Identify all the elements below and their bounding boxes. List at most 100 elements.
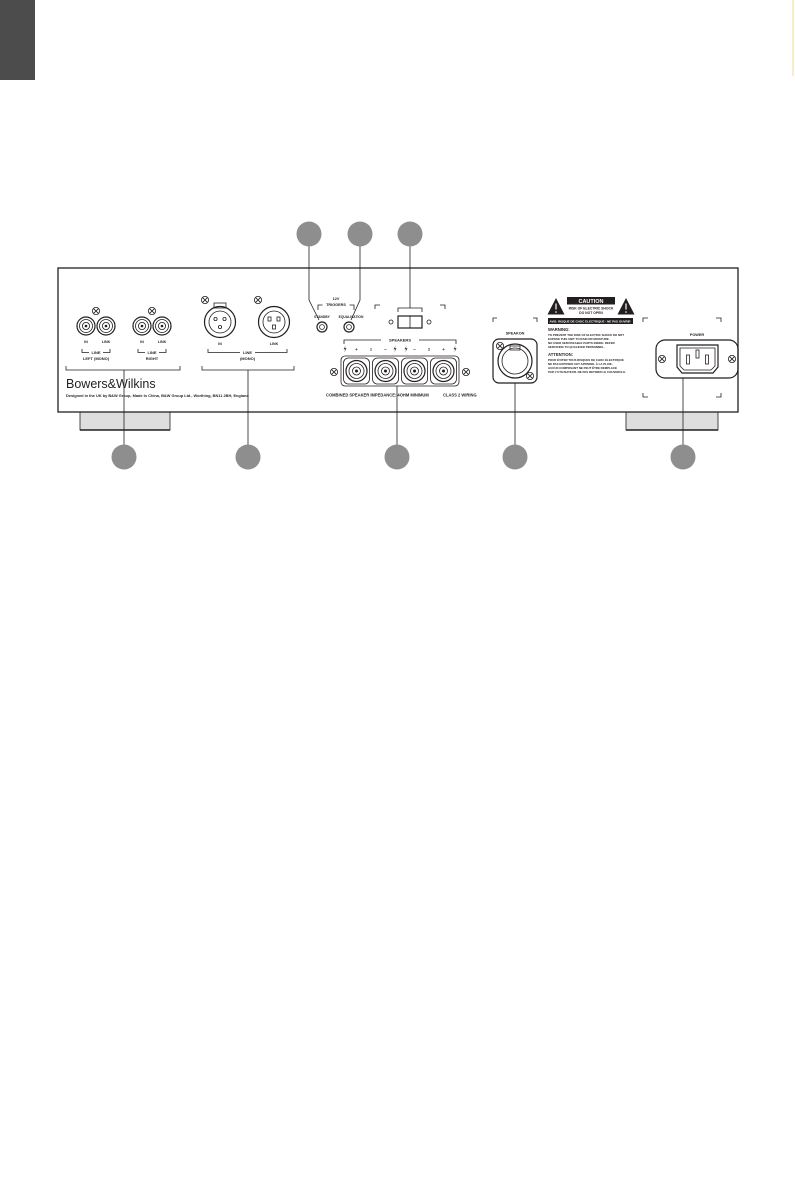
inlet-earth-pin [695,349,700,359]
right-foot [625,411,719,431]
speakon-corner-marks [492,317,538,322]
xlr-outer-ring [257,305,291,339]
warning-triangle-icon [547,298,565,315]
rca-left-link-label: LINK [102,340,111,344]
callout-circle-switch [397,221,423,247]
xlr-pin [217,324,222,329]
warning-triangle-icon [617,298,635,315]
attention-line: POUR ÉVITER TOUS RISQUES DE CHOC ÉLECTRI… [548,357,624,362]
speaker-1-minus-label: − [384,347,387,352]
xlr-latch [213,302,227,309]
inlet-flange [655,339,739,379]
attention-line: AUCUN COMPOSANT NE PEUT ÊTRE REMPLACÉ [548,365,617,370]
speakon-inner-ring [501,347,529,375]
callout-circle-power [670,444,696,470]
speaker-1-plus-label: + [355,347,358,352]
switch-indicator-right [426,319,432,325]
xlr-inner-ring [262,310,286,334]
equalisation-trigger-jack [343,321,355,333]
switch-corner-marks [374,304,446,309]
rca-jack-icon [132,316,152,336]
xlr-slot [272,324,276,330]
avis-box [548,318,633,324]
callout-circle-speaker-terminals [384,444,410,470]
rca-right-link-label: LINK [158,340,167,344]
rear-panel-diagram: IN LINK LINE LEFT (MONO) IN LINK LINE RI… [57,221,739,470]
xlr-slot [267,316,272,322]
speakon-key [509,345,521,351]
leader-line-standby [308,246,320,321]
inlet-pin [705,354,709,365]
rca-jack-icon [76,316,96,336]
xlr-in-label: IN [218,342,222,346]
speaker-terminal-block [340,355,460,387]
inlet-socket [676,344,719,374]
designed-in-text: Designed in the UK by B&W Group, Made In… [66,393,249,398]
iec-power-inlet-icon [655,339,739,379]
speaker-2-minus-label: − [413,347,416,352]
avis-text: AVIS: RISQUE DE CHOC ELECTRIQUE - NE PAS… [550,319,632,323]
exclamation-dot [625,311,627,313]
power-corner-marks [642,317,722,398]
speakon-socket-icon [492,338,538,384]
triggers-voltage-label: 12V [333,297,340,301]
xlr-socket-icon [203,302,237,339]
leader-line-equalisation [350,246,361,321]
triggers-bracket [317,304,355,310]
speakers-title-label: SPEAKERS [389,338,411,343]
jack-outer-ring [343,321,355,333]
rca-right-line-label: LINE [147,350,156,355]
xlr-outer-ring [203,305,237,339]
bracket-rca-inputs [65,366,181,371]
jack-inner-ring [346,324,352,330]
standby-label: STANDBY [314,315,330,319]
callout-circle-rca-inputs [111,444,137,470]
xlr-slot [276,316,281,322]
slide-switch-icon [388,315,432,329]
rca-left-line-label: LINE [91,350,100,355]
xlr-inner-ring [208,310,232,334]
attention-line: PAR L'UTILISATEUR. NE PAS RETIRER LE COU… [548,370,626,374]
xlr-socket-icon [257,305,291,339]
rca-right-in-label: IN [140,340,144,344]
jack-inner-ring [319,324,325,330]
xlr-channel-label: (MONO) [240,356,256,361]
attention-title: ATTENTION: [548,352,573,357]
attention-line: NE PAS EXPOSER CET APPAREIL À LA PLUIE. [548,361,613,366]
callout-circle-speakon [502,444,528,470]
speaker-channel-1-label: 1 [370,347,373,352]
jack-outer-ring [316,321,328,333]
inlet-socket-inner [679,347,716,371]
equalisation-label: EQUALISATION [339,315,364,319]
bracket-xlr-inputs [201,366,295,371]
speaker-impedance-label: COMBINED SPEAKER IMPEDANCE: 4OHM MINIMUM [326,393,429,398]
rear-panel [57,267,739,413]
rca-jack-icon [152,316,172,336]
rca-right-line-bracket [137,349,167,353]
rca-left-channel-label: LEFT (MONO) [83,356,110,361]
xlr-line-label: LINE [243,350,252,355]
rca-right-channel-label: RIGHT [146,356,159,361]
triggers-title-label: TRIGGERS [326,303,346,307]
speaker-channel-2-label: 2 [428,347,431,352]
brand-logo: Bowers&Wilkins [66,377,156,391]
exclamation-dot [555,311,557,313]
caution-line-2: DO NOT OPEN [579,311,603,315]
class-2-wiring-label: CLASS 2 WIRING [443,393,477,398]
xlr-pin [222,316,227,321]
xlr-line-bracket [207,349,288,353]
speakon-flange [492,338,538,384]
power-title-label: POWER [690,333,705,337]
rca-left-line-bracket [81,349,111,353]
warning-line: EXPOSE THIS UNIT TO RAIN OR MOISTURE. [548,337,610,341]
callout-circle-xlr-inputs [235,444,261,470]
speakon-title-label: SPEAKON [506,332,525,336]
rca-jack-icon [96,316,116,336]
speakers-bracket [343,339,457,344]
callout-circle-triggers-standby [296,221,322,247]
left-foot [79,411,171,431]
warning-line: SERVICING TO QUALIFIED PERSONNEL. [548,345,605,349]
speakon-outer-ring [497,343,533,379]
xlr-link-label: LINK [270,342,279,346]
